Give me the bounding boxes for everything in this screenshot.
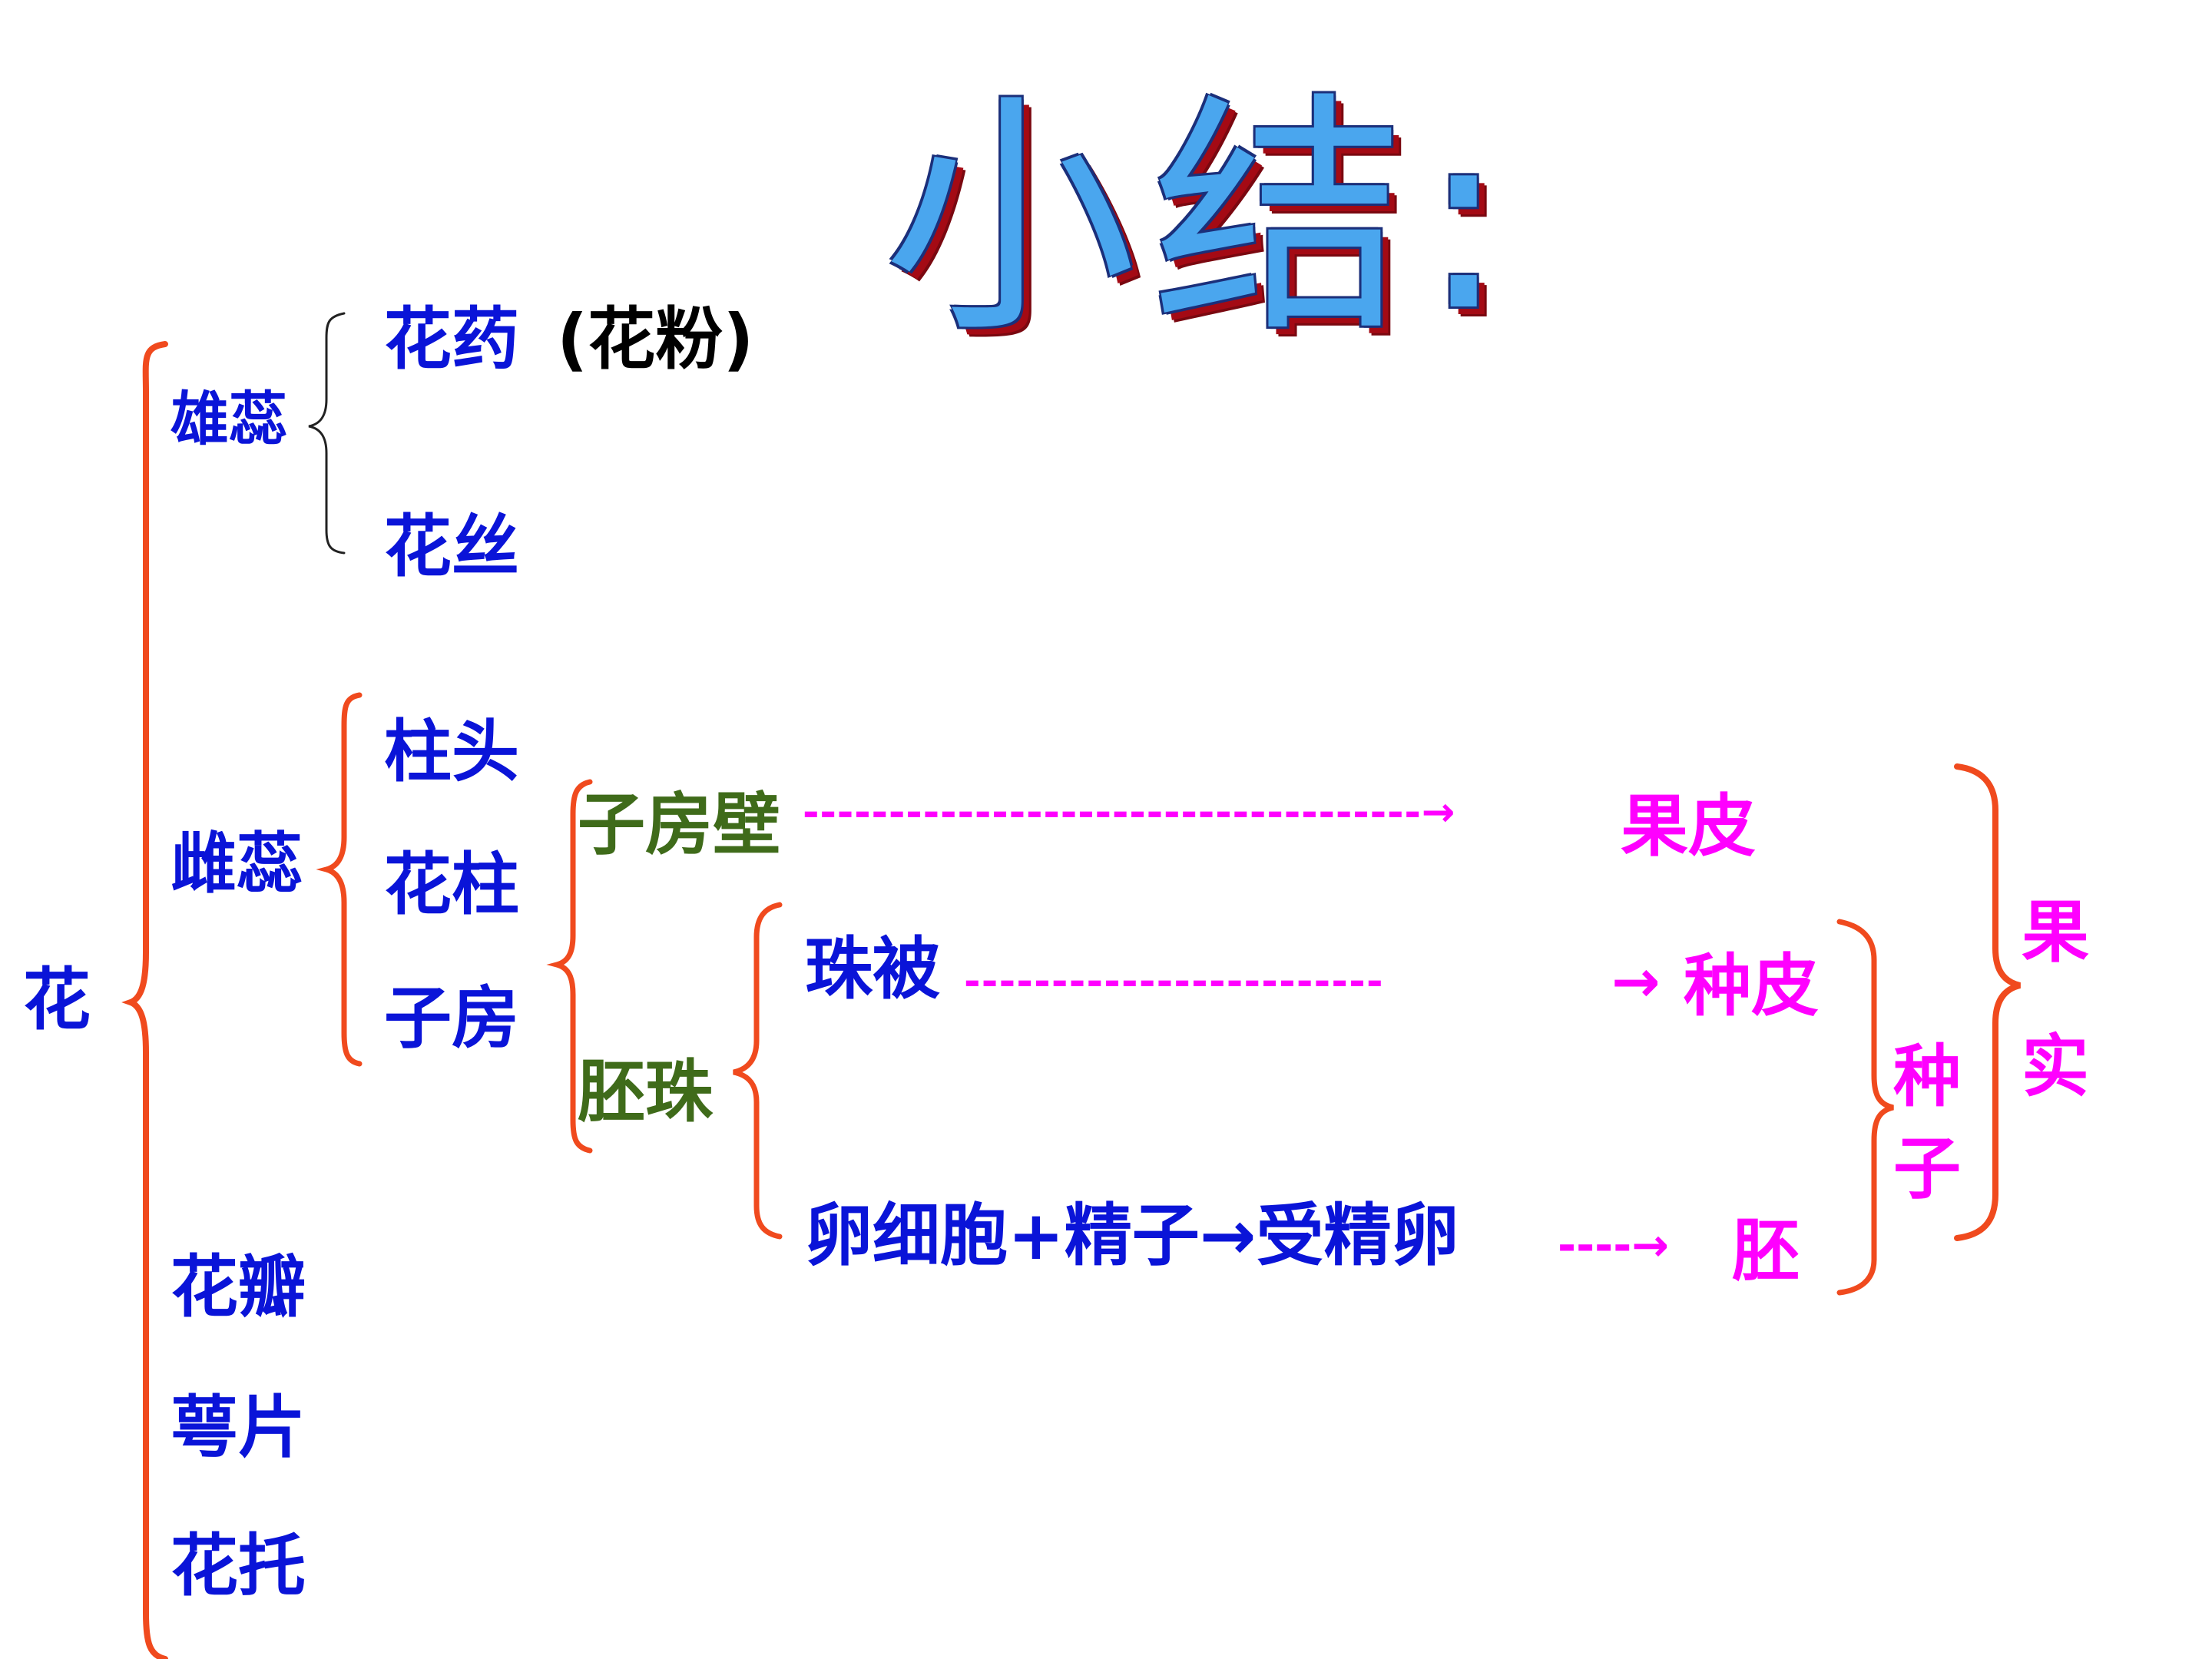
connector-integument: ------------------------	[964, 959, 1384, 1005]
connector-ovary-wall: ------------------------------------→	[803, 790, 1456, 836]
label-pollen: (花粉)	[557, 300, 754, 379]
brace-pistil	[316, 692, 363, 1067]
brace-seed	[1836, 919, 1894, 1296]
label-pericarp: 果皮	[1621, 786, 1757, 866]
label-style: 花柱	[384, 845, 520, 924]
label-fertilization: 卵细胞+精子→受精卵	[805, 1196, 1459, 1275]
label-seed-2: 子	[1893, 1129, 1962, 1208]
label-ovule: 胚珠	[578, 1052, 714, 1131]
label-embryo: 胚	[1732, 1211, 1800, 1290]
brace-ovary	[546, 779, 593, 1154]
brace-ovule	[733, 902, 783, 1240]
connector-zygote: ----→	[1558, 1219, 1669, 1271]
label-receptacle: 花托	[171, 1526, 306, 1605]
connector-integument-arrow: →	[1611, 947, 1661, 1015]
brace-stamen	[308, 312, 346, 555]
label-seed-coat: 种皮	[1684, 946, 1820, 1025]
brace-flower	[121, 341, 168, 1659]
label-fruit-2: 实	[2022, 1027, 2090, 1106]
label-stigma: 柱头	[384, 712, 520, 791]
page-title: 小结:	[883, 71, 1522, 366]
label-ovary-wall: 子房壁	[578, 785, 781, 864]
label-ovary: 子房	[384, 979, 520, 1058]
label-anther: 花药	[384, 300, 520, 379]
label-filament: 花丝	[384, 507, 520, 586]
label-pistil: 雌蕊	[171, 826, 303, 902]
label-stamen: 雄蕊	[171, 385, 287, 453]
label-fruit-1: 果	[2022, 892, 2090, 972]
label-flower: 花	[23, 960, 91, 1039]
label-petal: 花瓣	[171, 1247, 306, 1326]
label-integument: 珠被	[805, 929, 941, 1008]
brace-fruit	[1954, 763, 2022, 1241]
label-seed-1: 种	[1893, 1037, 1962, 1116]
label-sepal: 萼片	[171, 1388, 306, 1467]
